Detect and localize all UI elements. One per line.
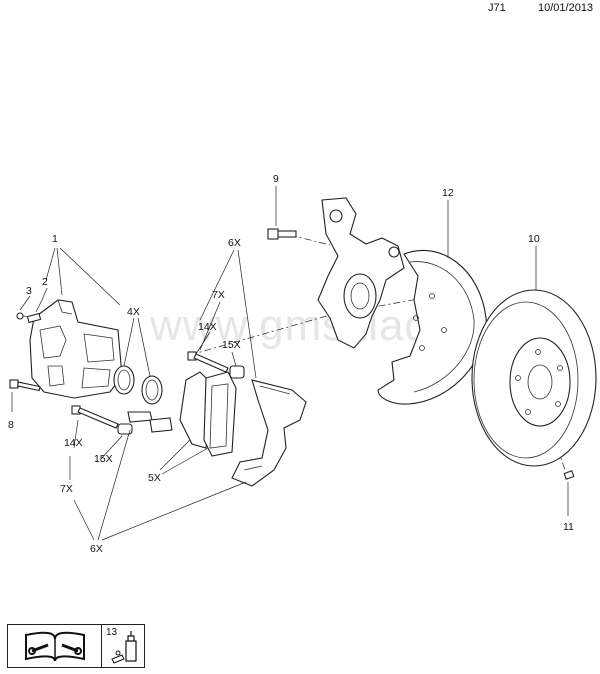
- callout-4x: 4X: [127, 306, 140, 318]
- callout-5x: 5X: [148, 472, 161, 484]
- callout-1: 1: [52, 233, 58, 245]
- callout-6x-bottom: 6X: [90, 543, 103, 555]
- callout-15x-bottom: 15X: [94, 453, 113, 465]
- callout-labels: 1 2 3 8 9 10 11 12 4X 6X 6X 7X 7X 14X 14…: [8, 173, 574, 555]
- callout-3: 3: [26, 285, 32, 297]
- piston-seals: [113, 365, 163, 405]
- steering-knuckle: [317, 197, 405, 349]
- brake-pads: [179, 371, 237, 457]
- leader-lines: [11, 186, 569, 541]
- legend-box: 13: [7, 624, 145, 668]
- manual-wrench-icon: [25, 631, 85, 662]
- callout-14x-top: 14X: [198, 321, 217, 333]
- callout-15x-top: 15X: [222, 339, 241, 351]
- diagram-code: J71: [488, 2, 506, 14]
- bleeder-screw: [16, 312, 42, 324]
- callout-14x-bottom: 14X: [64, 437, 83, 449]
- callout-9: 9: [273, 173, 279, 185]
- callout-7x-top: 7X: [212, 289, 225, 301]
- diagram-date: 10/01/2013: [538, 2, 594, 14]
- caliper-bolt: [9, 379, 41, 392]
- brake-caliper: [29, 299, 123, 399]
- callout-7x-bottom: 7X: [60, 483, 73, 495]
- callout-12: 12: [442, 187, 454, 199]
- brake-rotor: [471, 289, 597, 467]
- pad-clips: [127, 411, 173, 433]
- knuckle-bolt: [267, 228, 297, 240]
- callout-2: 2: [42, 276, 48, 288]
- callout-10: 10: [528, 233, 540, 245]
- rotor-screw: [563, 470, 575, 480]
- dust-shield: [377, 249, 487, 405]
- guide-pin-lower: [71, 405, 133, 435]
- caliper-bracket: [231, 379, 307, 487]
- callout-11: 11: [563, 521, 574, 533]
- legend-manual-cell: [8, 625, 102, 667]
- legend-item-number: 13: [106, 627, 118, 638]
- grease-bottle-icon: [111, 631, 137, 664]
- callout-8: 8: [8, 419, 14, 431]
- callout-6x-top: 6X: [228, 237, 241, 249]
- legend-grease-cell: 13: [102, 625, 144, 667]
